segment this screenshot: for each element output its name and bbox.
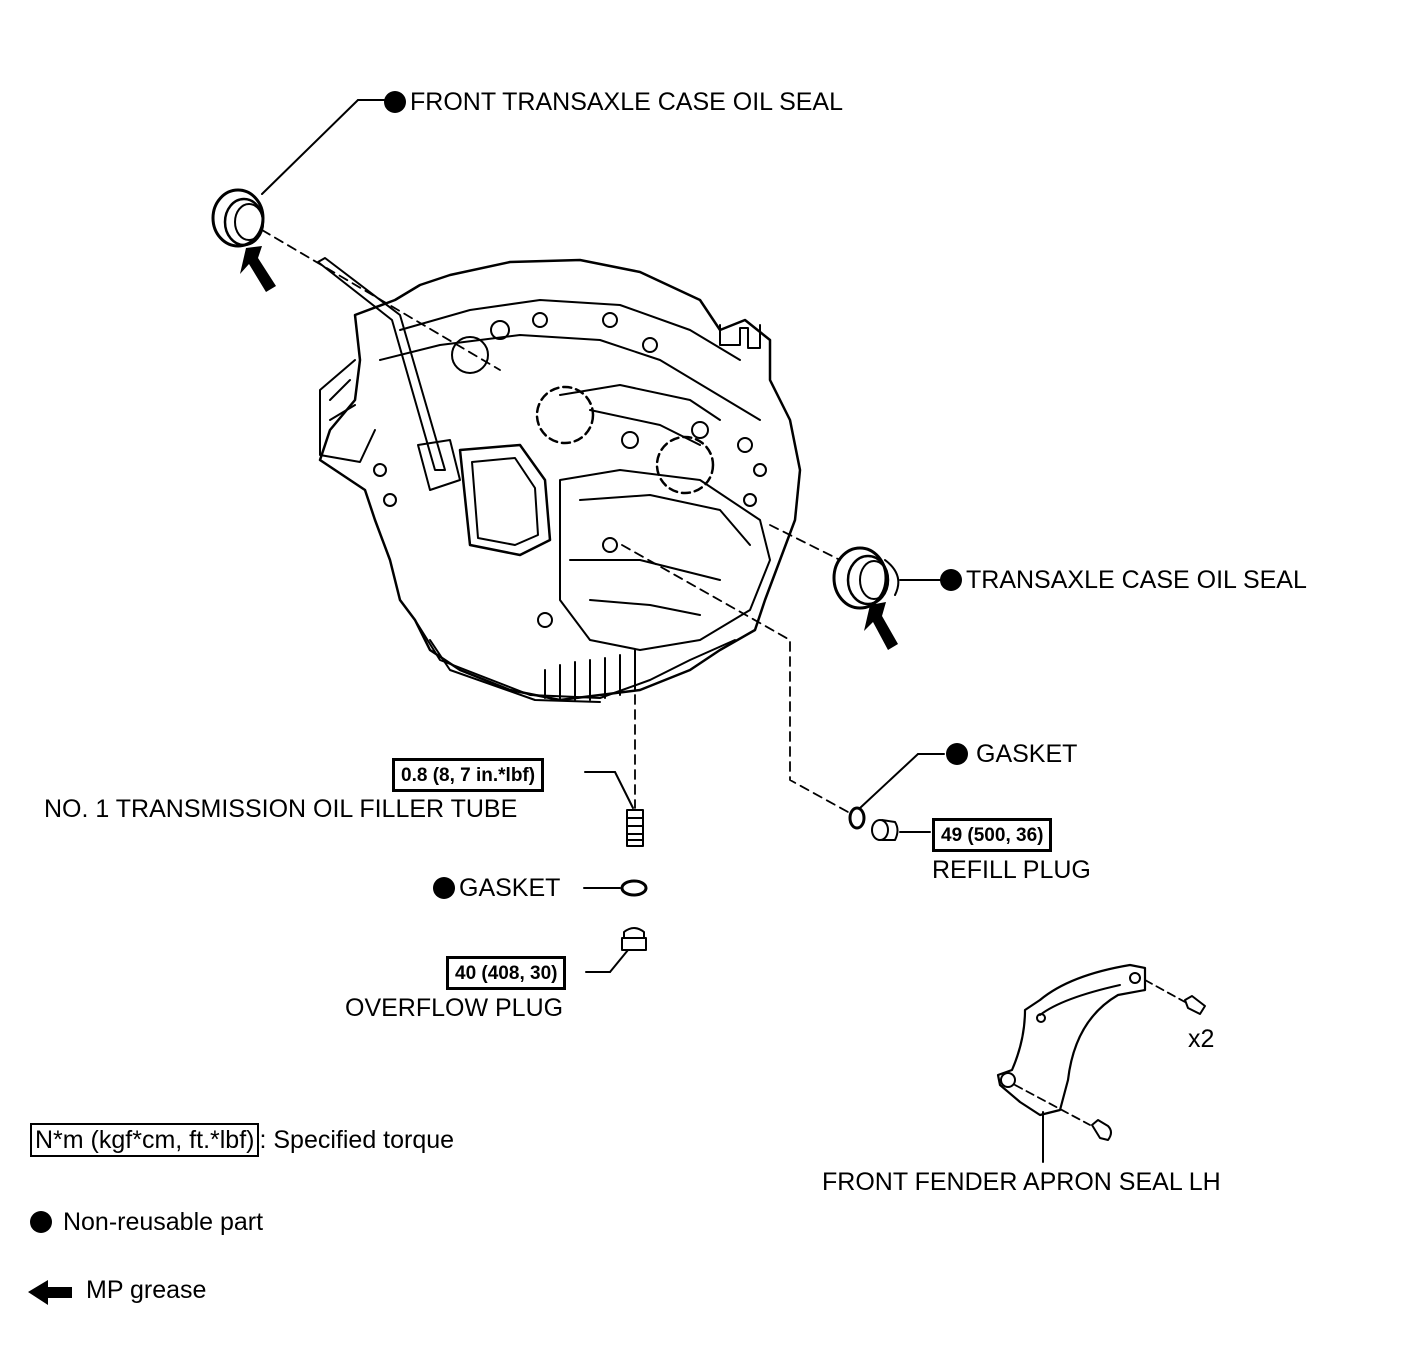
label-front-fender-apron-seal-lh: FRONT FENDER APRON SEAL LH — [822, 1168, 1221, 1196]
overflow-plug-graphic — [585, 927, 647, 973]
label-gasket-right: GASKET — [946, 742, 1077, 767]
refill-plug-graphic — [621, 544, 945, 841]
torque-filler-tube: 0.8 (8, 7 in.*lbf) — [392, 758, 545, 792]
grease-arrow-icon-case — [864, 602, 898, 650]
label-qty: x2 — [1188, 1025, 1215, 1053]
legend-torque-unit: N*m (kgf*cm, ft.*lbf) — [30, 1123, 260, 1157]
torque-refill-plug: 49 (500, 36) — [932, 818, 1053, 852]
label-overflow-plug: OVERFLOW PLUG — [345, 994, 564, 1022]
label-filler-tube: NO. 1 TRANSMISSION OIL FILLER TUBE — [44, 795, 518, 823]
gasket-left-graphic — [583, 879, 648, 897]
label-refill-plug: REFILL PLUG — [932, 856, 1091, 884]
label-front-transaxle-case-oil-seal: FRONT TRANSAXLE CASE OIL SEAL — [384, 90, 843, 115]
legend-grease: MP grease — [86, 1276, 207, 1304]
transaxle-assembly — [317, 257, 802, 703]
legend-arrow-icon — [28, 1280, 72, 1305]
filler-tube-graphic — [584, 679, 644, 847]
label-gasket-left: GASKET — [433, 876, 560, 901]
torque-overflow-plug: 40 (408, 30) — [446, 956, 567, 990]
legend-torque: N*m (kgf*cm, ft.*lbf): Specified torque — [30, 1123, 455, 1157]
grease-arrow-icon-front — [240, 246, 276, 292]
case-seal-graphic — [769, 524, 941, 610]
legend-torque-desc: : Specified torque — [259, 1126, 455, 1154]
apron-seal-graphic — [996, 963, 1206, 1163]
front-seal-graphic — [211, 99, 501, 371]
label-transaxle-case-oil-seal: TRANSAXLE CASE OIL SEAL — [940, 568, 1307, 593]
legend-non-reusable: Non-reusable part — [30, 1210, 263, 1235]
